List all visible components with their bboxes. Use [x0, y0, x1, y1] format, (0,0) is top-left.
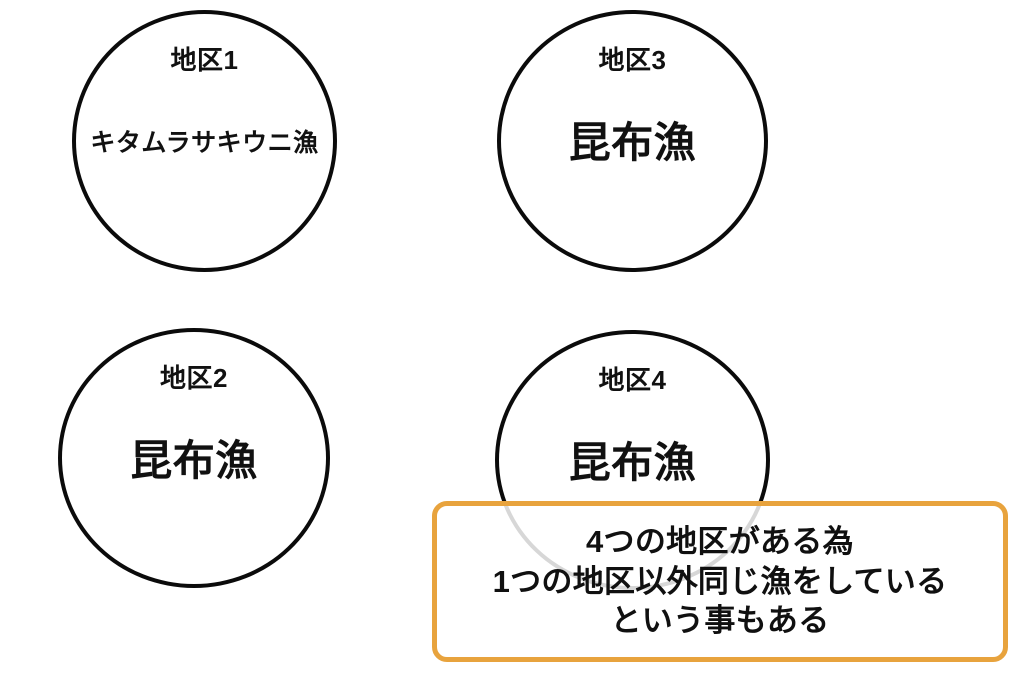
district-circle-3[interactable]: 地区3 昆布漁: [497, 10, 768, 272]
district-4-activity: 昆布漁: [568, 439, 697, 486]
callout-line-2: 1つの地区以外同じ漁をしている: [492, 563, 948, 599]
district-2-label: 地区2: [160, 363, 228, 393]
district-1-activity: キタムラサキウニ漁: [90, 129, 319, 157]
callout-line-3: という事もある: [610, 603, 830, 639]
district-circle-2[interactable]: 地区2 昆布漁: [58, 328, 330, 588]
district-2-activity: 昆布漁: [130, 437, 258, 484]
district-4-label: 地区4: [598, 365, 667, 395]
district-circle-1[interactable]: 地区1 キタムラサキウニ漁: [72, 10, 337, 272]
explanation-callout-box[interactable]: 4つの地区がある為 1つの地区以外同じ漁をしている という事もある: [432, 501, 1008, 662]
district-1-label: 地区1: [170, 45, 239, 75]
district-3-activity: 昆布漁: [568, 119, 697, 166]
district-3-label: 地区3: [598, 45, 667, 75]
callout-line-1: 4つの地区がある為: [586, 523, 854, 559]
